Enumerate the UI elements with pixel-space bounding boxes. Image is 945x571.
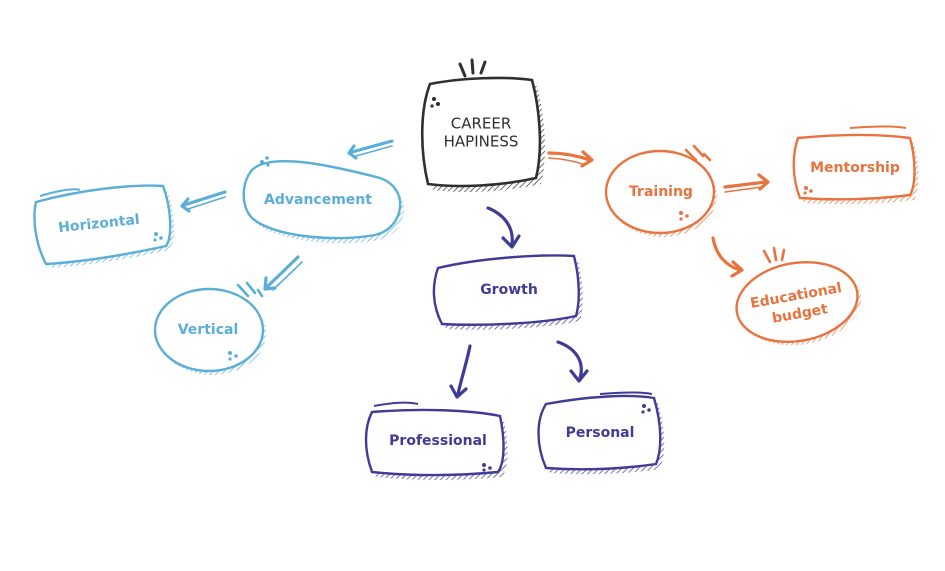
node-educational-budget[interactable]: Educational budget bbox=[730, 246, 867, 354]
node-growth[interactable]: Growth bbox=[432, 254, 583, 330]
growth-label: Growth bbox=[480, 282, 538, 298]
node-advancement[interactable]: Advancement bbox=[242, 156, 405, 244]
vertical-label: Vertical bbox=[178, 322, 239, 338]
arrow-center-to-training bbox=[547, 150, 594, 168]
personal-label: Personal bbox=[566, 425, 635, 441]
arrow-center-to-advancement bbox=[347, 139, 394, 160]
node-mentorship[interactable]: Mentorship bbox=[792, 125, 919, 205]
arrow-training-to-educational bbox=[711, 236, 744, 278]
node-training[interactable]: Training bbox=[604, 144, 717, 237]
training-label: Training bbox=[629, 184, 693, 200]
arrow-advancement-to-horizontal bbox=[180, 190, 227, 213]
advancement-label: Advancement bbox=[264, 192, 372, 208]
node-horizontal[interactable]: Horizontal bbox=[33, 184, 175, 268]
arrow-center-to-growth bbox=[486, 206, 521, 249]
center-line-2: HAPINESS bbox=[444, 133, 519, 151]
node-professional[interactable]: Professional bbox=[364, 401, 508, 480]
node-personal[interactable]: Personal bbox=[537, 391, 665, 475]
mentorship-label: Mentorship bbox=[810, 160, 900, 176]
arrow-growth-to-professional bbox=[449, 344, 472, 399]
arrow-growth-to-personal bbox=[556, 340, 589, 383]
professional-label: Professional bbox=[389, 433, 487, 449]
node-vertical[interactable]: Vertical bbox=[153, 281, 266, 375]
arrow-advancement-to-vertical bbox=[263, 255, 303, 291]
arrow-training-to-mentorship bbox=[723, 173, 770, 193]
center-line-1: CAREER bbox=[451, 115, 512, 133]
node-career-happiness[interactable]: CAREER HAPINESS bbox=[420, 58, 545, 192]
